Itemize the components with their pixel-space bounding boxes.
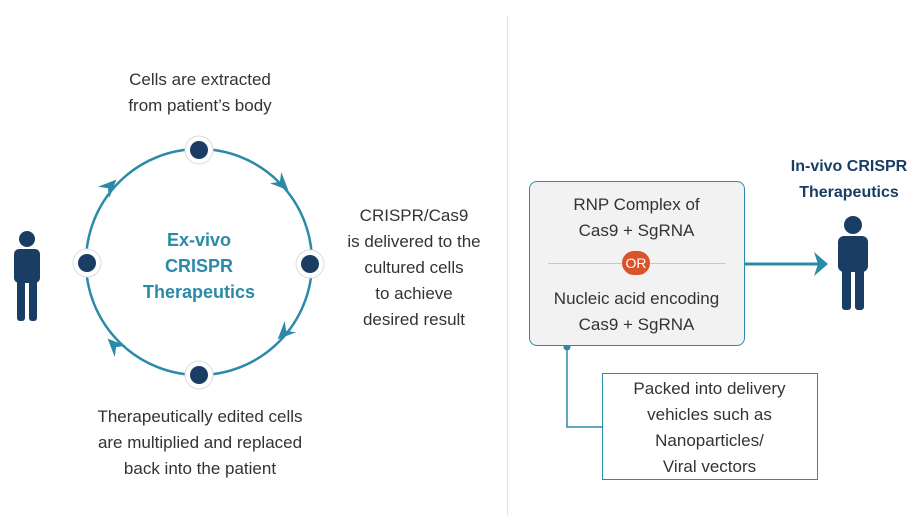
node-top bbox=[184, 135, 214, 165]
cycle-arrow-icon bbox=[269, 171, 289, 191]
cycle-arrow-icon bbox=[107, 338, 127, 358]
nucleic-acid-text: Nucleic acid encoding Cas9 + SgRNA bbox=[530, 286, 743, 338]
person-icon bbox=[14, 231, 40, 321]
delivery-options-box: RNP Complex of Cas9 + SgRNA OR Nucleic a… bbox=[529, 181, 745, 346]
text-line: Cas9 + SgRNA bbox=[578, 315, 695, 334]
text-line: Cas9 + SgRNA bbox=[578, 221, 695, 240]
text-line: desired result bbox=[362, 310, 466, 329]
text-line: Therapeutics bbox=[142, 282, 256, 302]
text-line: are multiplied and replaced bbox=[97, 433, 303, 452]
cycle-arrows bbox=[97, 171, 297, 358]
packed-vehicles-box: Packed into delivery vehicles such as Na… bbox=[602, 373, 818, 480]
text-line: CRISPR bbox=[164, 256, 233, 276]
step-extract-text: Cells are extracted from patient’s body bbox=[82, 67, 318, 119]
cycle-nodes bbox=[72, 135, 325, 390]
text-line: Therapeutically edited cells bbox=[97, 407, 303, 426]
in-vivo-title: In-vivo CRISPR Therapeutics bbox=[778, 154, 920, 206]
rnp-complex-text: RNP Complex of Cas9 + SgRNA bbox=[530, 192, 743, 244]
text-line: In-vivo CRISPR bbox=[790, 158, 908, 175]
text-line: Viral vectors bbox=[662, 457, 757, 476]
step-replace-text: Therapeutically edited cells are multipl… bbox=[60, 404, 340, 482]
node-bottom bbox=[184, 360, 214, 390]
text-line: Nanoparticles/ bbox=[655, 431, 764, 450]
text-line: Nucleic acid encoding bbox=[553, 289, 720, 308]
ex-vivo-title: Ex-vivo CRISPR Therapeutics bbox=[124, 227, 274, 305]
section-divider bbox=[507, 16, 508, 516]
text-line: from patient’s body bbox=[128, 96, 272, 115]
text-line: Packed into delivery bbox=[633, 379, 786, 398]
text-line: Therapeutics bbox=[799, 184, 899, 201]
node-left bbox=[72, 248, 102, 278]
or-badge: OR bbox=[622, 251, 650, 275]
cycle-arrow-icon bbox=[277, 320, 297, 340]
text-line: vehicles such as bbox=[647, 405, 772, 424]
text-line: cultured cells bbox=[364, 258, 464, 277]
connector-line bbox=[566, 347, 602, 428]
text-line: to achieve bbox=[375, 284, 453, 303]
arrow-right-icon bbox=[814, 252, 828, 276]
text-line: back into the patient bbox=[123, 459, 277, 478]
text-line: RNP Complex of bbox=[573, 195, 700, 214]
node-right bbox=[295, 249, 325, 279]
person-icon bbox=[838, 216, 868, 310]
text-line: Cells are extracted bbox=[129, 70, 271, 89]
text-line: is delivered to the bbox=[347, 232, 481, 251]
packed-vehicles-text: Packed into delivery vehicles such as Na… bbox=[603, 376, 816, 480]
cycle-arrow-icon bbox=[97, 179, 117, 199]
text-line: CRISPR/Cas9 bbox=[359, 206, 469, 225]
text-line: Ex-vivo bbox=[166, 230, 232, 250]
step-crispr-text: CRISPR/Cas9 is delivered to the cultured… bbox=[326, 203, 502, 333]
